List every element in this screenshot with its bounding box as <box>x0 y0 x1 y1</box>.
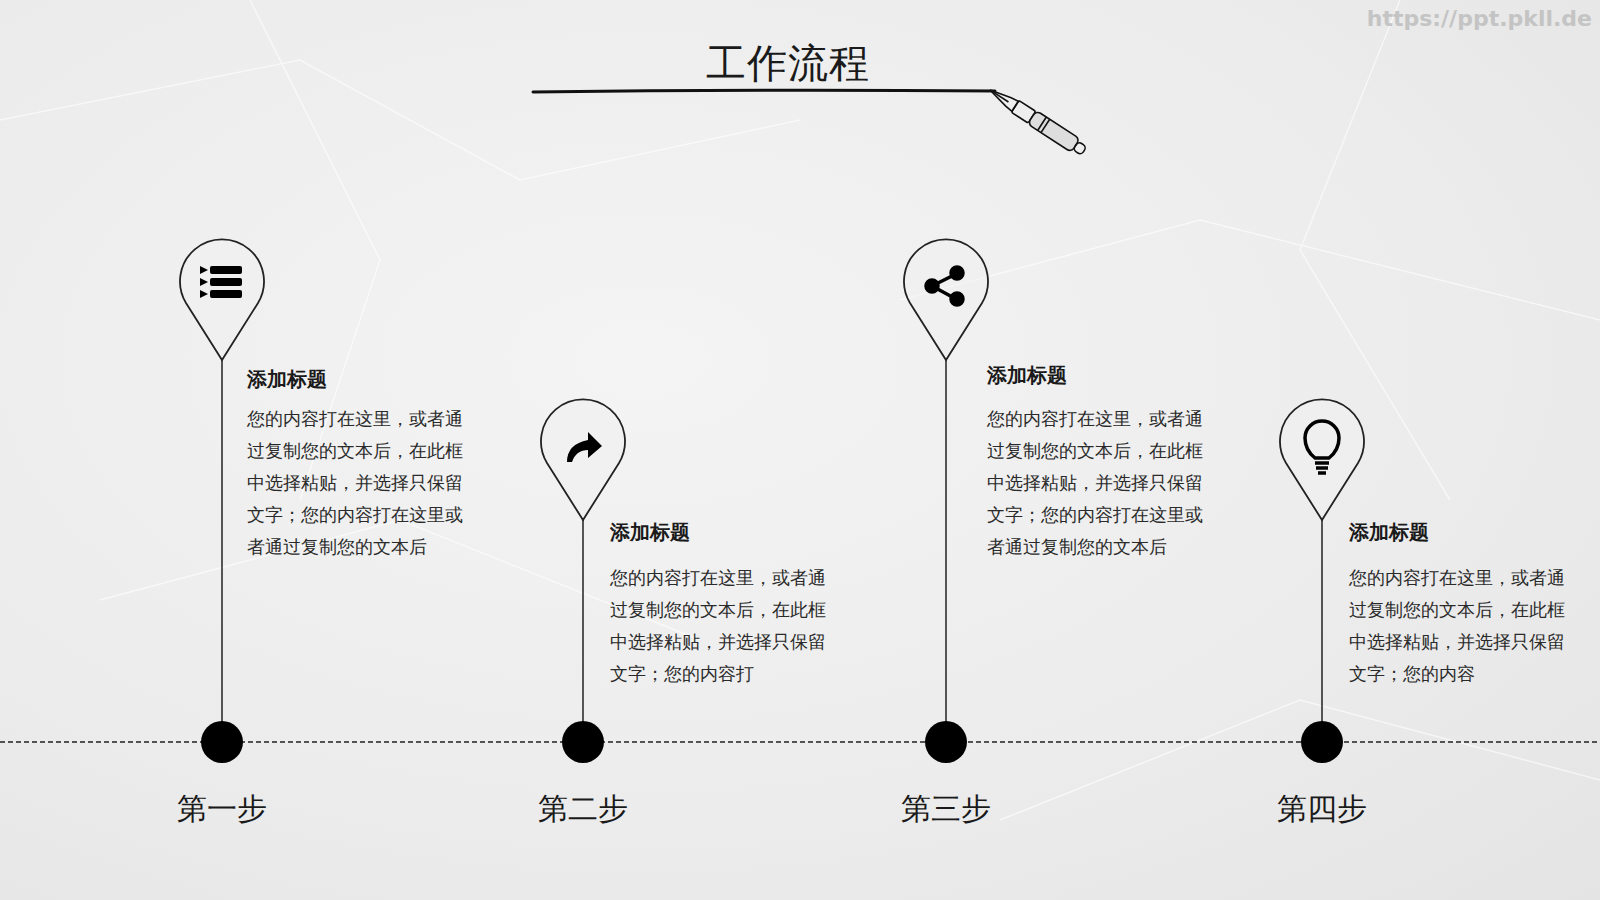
step-heading: 添加标题 <box>610 519 690 546</box>
step-label: 第一步 <box>177 789 267 830</box>
step-label: 第二步 <box>538 789 628 830</box>
stems <box>222 360 1322 742</box>
step-label: 第四步 <box>1277 789 1367 830</box>
pen-stroke <box>533 90 995 92</box>
timeline-dots <box>201 721 1343 763</box>
step-body: 您的内容打在这里，或者通过复制您的文本后，在此框中选择粘贴，并选择只保留文字；您… <box>610 562 826 690</box>
paper-creases <box>0 0 1600 820</box>
step-heading: 添加标题 <box>987 362 1067 389</box>
step-heading: 添加标题 <box>1349 519 1429 546</box>
share-icon <box>926 267 963 305</box>
page-title: 工作流程 <box>706 36 870 91</box>
bulb-icon <box>1305 421 1339 473</box>
step-label: 第三步 <box>901 789 991 830</box>
list-icon <box>200 266 242 298</box>
watermark: https://ppt.pkll.de <box>1367 6 1592 31</box>
step-body: 您的内容打在这里，或者通过复制您的文本后，在此框中选择粘贴，并选择只保留文字；您… <box>1349 562 1565 690</box>
fountain-pen <box>986 83 1089 157</box>
step-body: 您的内容打在这里，或者通过复制您的文本后，在此框中选择粘贴，并选择只保留文字；您… <box>247 403 479 563</box>
step-body: 您的内容打在这里，或者通过复制您的文本后，在此框中选择粘贴，并选择只保留文字；您… <box>987 403 1219 563</box>
step-heading: 添加标题 <box>247 366 327 393</box>
redo-arrow-icon <box>567 432 602 462</box>
